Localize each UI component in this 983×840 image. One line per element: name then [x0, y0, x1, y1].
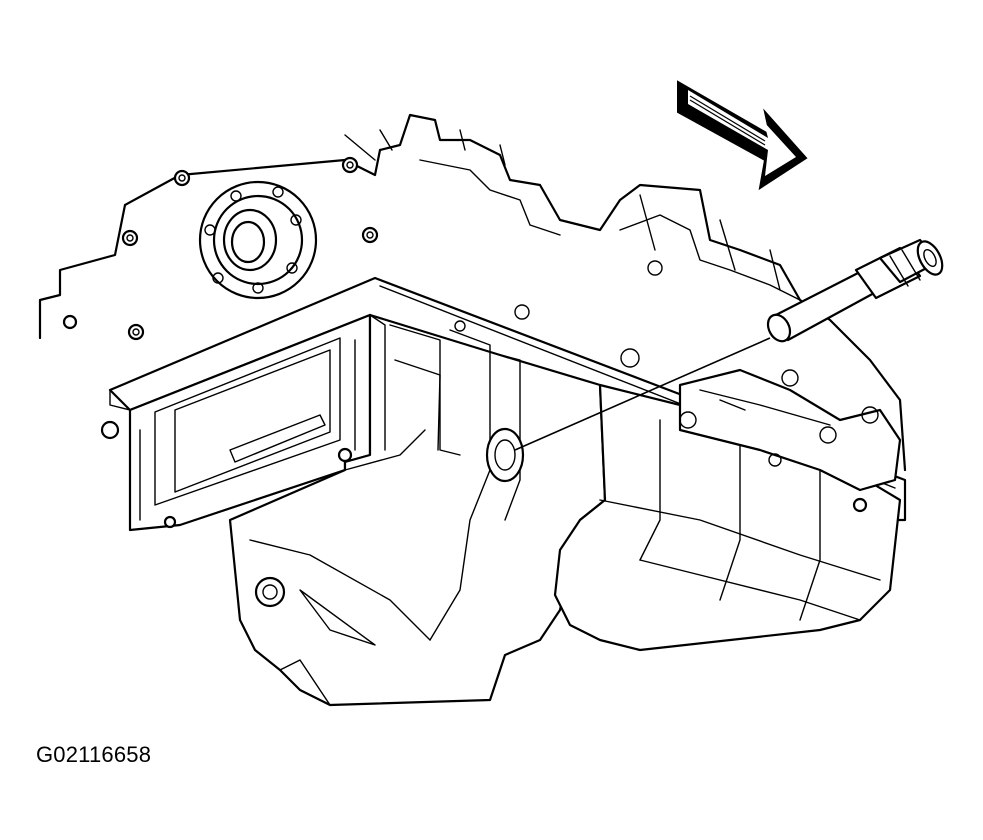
drain-plug [254, 576, 286, 608]
oil-level-sensor [766, 238, 944, 343]
engine-block [38, 113, 907, 472]
oil-pan-sump [228, 313, 607, 707]
direction-arrow [677, 80, 808, 191]
figure-code-label: G02116658 [36, 742, 152, 767]
callout-leader [514, 337, 771, 451]
front-cover-bolts [62, 156, 379, 341]
flange-bolts [100, 420, 868, 529]
oil-filter-adapter [678, 368, 902, 492]
crankshaft-front-seal [198, 180, 318, 300]
